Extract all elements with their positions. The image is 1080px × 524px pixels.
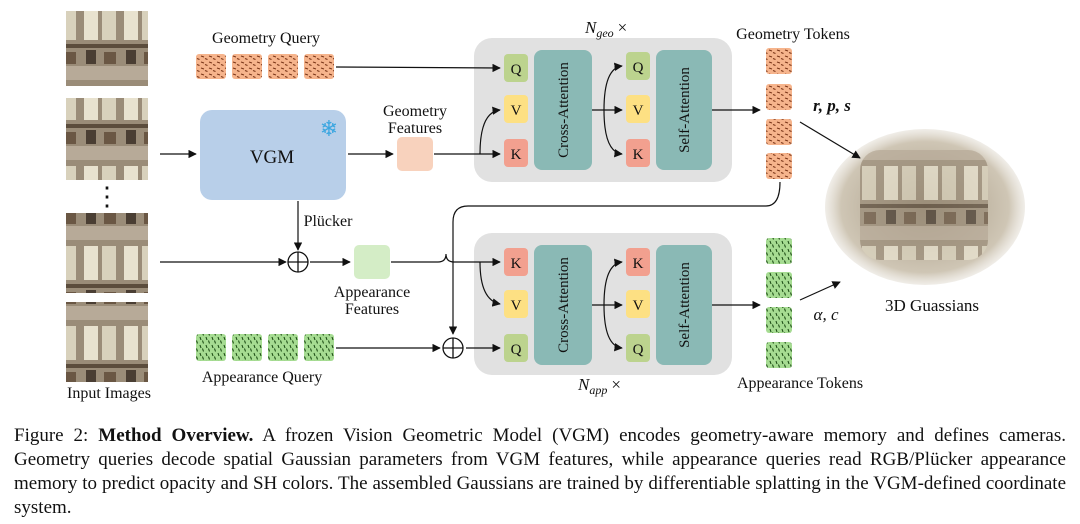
- input-image: [66, 213, 148, 293]
- appearance-output-tokens: [766, 238, 792, 368]
- geo-k2-label: K: [633, 147, 644, 163]
- plus-circle-icon: [287, 251, 309, 273]
- geo-cross-attention-box: [534, 50, 592, 170]
- gaussians-label: 3D Guassians: [885, 296, 979, 315]
- app-v-label: V: [511, 298, 522, 314]
- appearance-features-label-line2: Features: [345, 301, 399, 318]
- app-v-box: [504, 290, 528, 318]
- app-q-box: [504, 334, 528, 362]
- method-overview-diagram: ⋮ Input Images Geometry Query VGM ❄ Geom…: [66, 11, 1025, 402]
- app-v2-box: [626, 290, 650, 318]
- appearance-query-token: [268, 334, 298, 361]
- app-k-box: [504, 248, 528, 276]
- gaussian-render: [825, 129, 1025, 285]
- geo-v-label: V: [511, 103, 522, 119]
- appearance-token: [766, 307, 792, 333]
- geo-self-attention-label: Self-Attention: [677, 67, 693, 153]
- input-image: [66, 98, 148, 180]
- geometry-query-label: Geometry Query: [212, 30, 320, 47]
- input-image: [66, 11, 148, 86]
- appearance-tokens-label: Appearance Tokens: [737, 375, 863, 392]
- app-k2-box: [626, 248, 650, 276]
- geo-k2-box: [626, 139, 650, 167]
- geometry-query-token: [232, 54, 262, 79]
- geometry-token: [766, 153, 792, 179]
- geometry-features-label-line2: Features: [388, 120, 442, 137]
- geometry-features-label-line1: Geometry: [383, 103, 447, 120]
- geometry-token: [766, 48, 792, 74]
- appearance-query-label: Appearance Query: [202, 369, 322, 386]
- figure-caption: Figure 2: Method Overview. A frozen Visi…: [14, 424, 1066, 520]
- caption-prefix: Figure 2:: [14, 425, 99, 446]
- geo-q2-box: [626, 52, 650, 80]
- geometry-tokens-label: Geometry Tokens: [736, 26, 850, 43]
- geo-q-label: Q: [511, 62, 522, 78]
- connection-arrows: [160, 62, 861, 353]
- geo-q-box: [504, 54, 528, 82]
- input-image: [66, 302, 148, 382]
- appearance-query-token: [304, 334, 334, 361]
- geo-k-label: K: [511, 147, 522, 163]
- plucker-label: Plücker: [304, 213, 354, 230]
- appearance-query-tokens: [196, 334, 334, 361]
- geo-v2-box: [626, 95, 650, 123]
- input-images: ⋮ Input Images: [66, 11, 151, 402]
- app-k2-label: K: [633, 256, 644, 272]
- alpha-c-label: α, c: [814, 305, 839, 324]
- appearance-token: [766, 272, 792, 298]
- app-q2-label: Q: [633, 342, 644, 358]
- app-k-label: K: [511, 256, 522, 272]
- app-cross-attention-label: Cross-Attention: [556, 257, 572, 353]
- appearance-decoder-block: K V Q Cross-Attention K V Q Self-Attenti…: [474, 233, 732, 375]
- app-q2-box: [626, 334, 650, 362]
- app-self-attention-label: Self-Attention: [677, 262, 693, 348]
- appearance-query-token: [232, 334, 262, 361]
- app-self-attention-box: [656, 245, 712, 365]
- appearance-features-label-line1: Appearance: [334, 284, 410, 301]
- n-app-label: Napp×: [577, 375, 621, 397]
- app-v2-label: V: [633, 298, 644, 314]
- geo-v2-label: V: [633, 103, 644, 119]
- plus-circle-icon: [442, 337, 464, 359]
- snowflake-icon: ❄: [320, 117, 338, 142]
- geometry-features-box: [397, 137, 433, 171]
- caption-title: Method Overview.: [98, 425, 254, 446]
- appearance-token: [766, 238, 792, 264]
- app-q-label: Q: [511, 342, 522, 358]
- geo-v-box: [504, 95, 528, 123]
- caption-text: A frozen Vision Geometric Model (VGM) en…: [14, 425, 1067, 518]
- vgm-box: [200, 110, 346, 200]
- n-geo-label: Ngeo×: [584, 18, 627, 40]
- geo-q2-label: Q: [633, 60, 644, 76]
- geometry-token: [766, 84, 792, 110]
- geo-cross-attention-label: Cross-Attention: [556, 62, 572, 158]
- geometry-query-token: [268, 54, 298, 79]
- geometry-query-token: [304, 54, 334, 79]
- geometry-query-token: [196, 54, 226, 79]
- geo-k-box: [504, 139, 528, 167]
- geometry-output-tokens: [766, 48, 792, 179]
- appearance-token: [766, 342, 792, 368]
- geo-self-attention-box: [656, 50, 712, 170]
- appearance-query-token: [196, 334, 226, 361]
- geometry-query-tokens: [196, 54, 334, 79]
- rps-label: r, p, s: [813, 96, 851, 115]
- ellipsis-mark: ⋮: [94, 182, 120, 211]
- input-images-label: Input Images: [67, 385, 151, 402]
- vgm-label: VGM: [250, 147, 294, 168]
- appearance-features-box: [354, 245, 390, 279]
- app-cross-attention-box: [534, 245, 592, 365]
- geometry-token: [766, 119, 792, 145]
